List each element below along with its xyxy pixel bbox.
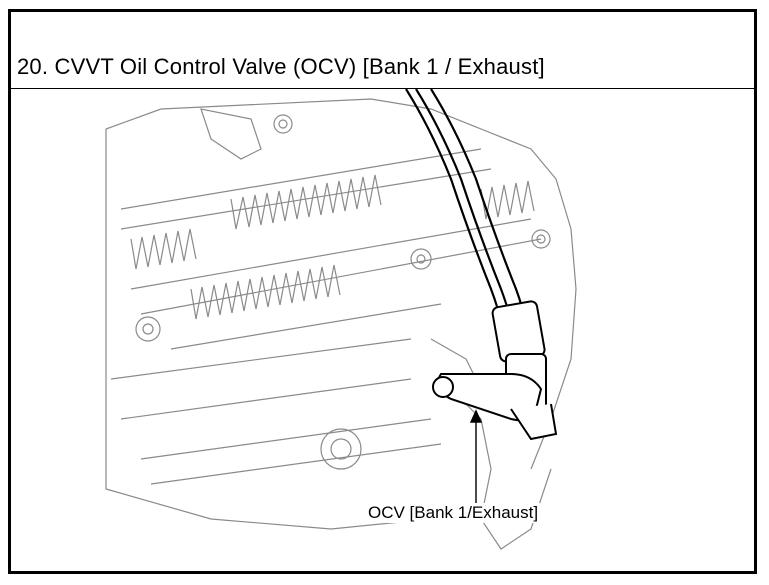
engine-illustration: OCV [Bank 1/Exhaust] (11, 89, 754, 571)
ocv-valve (432, 300, 558, 441)
head-cover-outline (105, 98, 577, 470)
document-frame: 20. CVVT Oil Control Valve (OCV) [Bank 1… (8, 9, 757, 574)
document-header: 20. CVVT Oil Control Valve (OCV) [Bank 1… (11, 12, 754, 89)
callout-leader (469, 409, 483, 507)
page-title: 20. CVVT Oil Control Valve (OCV) [Bank 1… (17, 54, 545, 79)
engine-drawing (105, 89, 577, 550)
ocv-callout-label: OCV [Bank 1/Exhaust] (366, 503, 541, 523)
lower-outline (105, 129, 432, 530)
